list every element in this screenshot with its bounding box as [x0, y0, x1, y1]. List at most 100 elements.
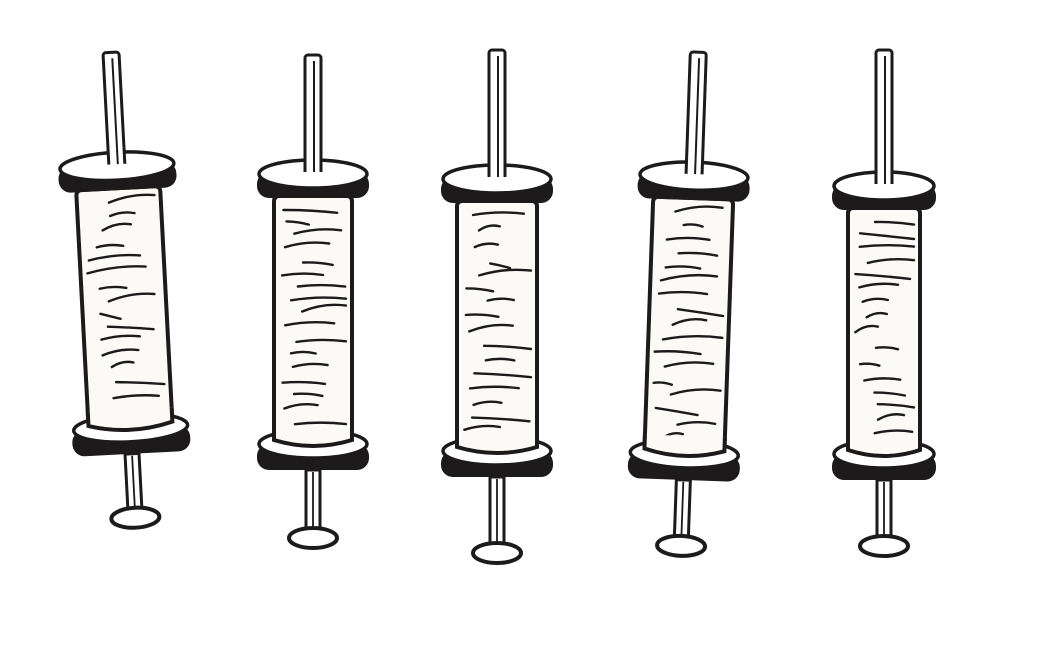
spool-3-thread-core	[455, 199, 539, 447]
spool-1-thread-stroke	[106, 325, 155, 331]
spool-4-thread-stroke	[671, 318, 708, 326]
spool-3-thread-stroke	[489, 262, 512, 270]
spool-2-thread-stroke	[296, 283, 347, 288]
spool-5-thread-stroke	[854, 324, 880, 334]
spool-4-thread-stroke	[659, 273, 719, 282]
spool-4-thread-stroke	[664, 265, 702, 270]
spool-5-thread-stroke	[873, 220, 916, 226]
spool-2	[257, 53, 369, 550]
spool-5-thread-core	[846, 206, 922, 447]
spool-2-thread-stroke	[293, 228, 343, 235]
spool-3-thread-stroke	[482, 344, 533, 351]
spool-1-thread-stroke	[101, 222, 133, 232]
spool-2-peg	[287, 468, 339, 550]
spool-5-peg-foot	[858, 534, 910, 558]
spool-4-top-flange	[637, 157, 750, 202]
spool-3-peg-foot	[471, 541, 523, 565]
spool-1-rod-edge-left	[106, 148, 111, 165]
spool-1	[58, 50, 191, 530]
spool-1-thread-stroke	[101, 348, 140, 357]
spool-1-thread-stroke	[95, 243, 125, 249]
spool-3-body-overlap	[457, 433, 537, 451]
spool-1-rod-edge-mid	[115, 148, 119, 165]
spool-1-thread-core	[74, 184, 174, 424]
spool-5-thread-stroke	[858, 243, 916, 248]
spool-4-thread-stroke	[682, 223, 704, 228]
spool-3-thread-stroke	[470, 416, 531, 423]
spool-1-bottom-flange	[71, 407, 191, 457]
spool-1-rod	[101, 50, 127, 172]
spool-3-thread-stroke	[463, 424, 502, 431]
spool-2-thread-stroke	[292, 392, 324, 398]
spool-5-body-overlap	[848, 436, 920, 454]
spool-2-thread-stroke	[282, 208, 339, 214]
spool-1-thread-stroke	[112, 394, 161, 400]
spool-2-thread-stroke	[280, 272, 325, 277]
spool-3-thread-stroke	[465, 287, 495, 293]
spool-1-peg-line	[131, 455, 136, 510]
spool-5-thread-stroke	[866, 257, 916, 265]
spool-4-thread-stroke	[674, 205, 724, 213]
spool-4-thread-stroke	[657, 290, 709, 296]
spool-2-thread-stroke	[284, 320, 336, 327]
spool-2-bottom-flange	[257, 426, 369, 470]
spool-4-thread-stroke	[661, 335, 724, 341]
spool-5-peg	[858, 478, 910, 558]
spool-1-peg-foot	[109, 505, 162, 530]
spool-1-thread-stroke	[107, 193, 156, 204]
spool-4-thread-stroke	[654, 406, 699, 417]
spool-4-body-overlap	[644, 434, 725, 456]
spool-3-bottom-flange	[441, 433, 553, 477]
spool-2-thread-stroke	[301, 261, 334, 267]
spool-2-body-overlap	[274, 426, 352, 444]
spool-5-thread-stroke	[876, 413, 906, 421]
spool-4-thread-stroke	[669, 388, 722, 396]
spool-2-thread-body	[272, 194, 354, 442]
spool-1-rod-edge-right	[122, 147, 127, 164]
spool-4-thread-stroke	[677, 251, 719, 257]
spool-3-thread-strokes	[463, 211, 533, 431]
spool-5-thread-stroke	[858, 282, 900, 289]
spool-2-thread-stroke	[291, 362, 329, 369]
spool-1-thread-stroke	[108, 211, 136, 218]
spool-3-thread-stroke	[478, 268, 533, 277]
spool-2-thread-stroke	[283, 241, 331, 249]
spool-1-thread-stroke	[99, 312, 122, 321]
spool-2-body-bottom-edge	[272, 426, 354, 448]
spool-5-bottom-flange	[832, 436, 936, 480]
spool-1-body-overlap	[87, 407, 173, 431]
spool-5-thread-stroke	[861, 297, 890, 303]
spool-4-thread-stroke	[676, 308, 725, 318]
spool-5	[832, 48, 936, 558]
spool-4-peg-foot	[655, 533, 708, 558]
spool-4-thread-body	[642, 194, 736, 454]
spool-4-peg	[655, 478, 708, 558]
spool-2-thread-stroke	[295, 338, 348, 344]
spool-4-thread-stroke	[663, 361, 715, 368]
spool-2-thread-stroke	[283, 403, 319, 410]
spool-3-peg	[471, 475, 523, 565]
spool-5-thread-stroke	[874, 346, 900, 351]
spool-3-thread-body	[455, 199, 539, 447]
spool-4-thread-stroke	[653, 350, 702, 356]
spool-1-thread-stroke	[100, 334, 142, 341]
spool-1-thread-stroke	[114, 380, 166, 386]
spool-1-thread-stroke	[87, 253, 142, 262]
spool-4-thread-stroke	[676, 421, 717, 426]
spool-1-thread-stroke	[86, 265, 147, 275]
spool-3-thread-stroke	[477, 224, 501, 232]
spool-4-thread-strokes	[652, 205, 725, 441]
spool-1-thread-body	[74, 184, 174, 424]
spool-5-body-bottom-edge	[846, 436, 922, 458]
spool-3-thread-stroke	[484, 357, 516, 362]
spool-5-thread-stroke	[873, 391, 907, 397]
spool-5-thread-stroke	[858, 362, 881, 367]
spool-5-thread-stroke	[876, 403, 916, 409]
spool-2-thread-strokes	[280, 208, 348, 426]
spool-3-top-flange	[441, 161, 553, 203]
spool-5-thread-stroke	[863, 377, 902, 382]
spool-3-body-bottom-edge	[455, 433, 539, 455]
spool-2-thread-stroke	[289, 350, 317, 355]
